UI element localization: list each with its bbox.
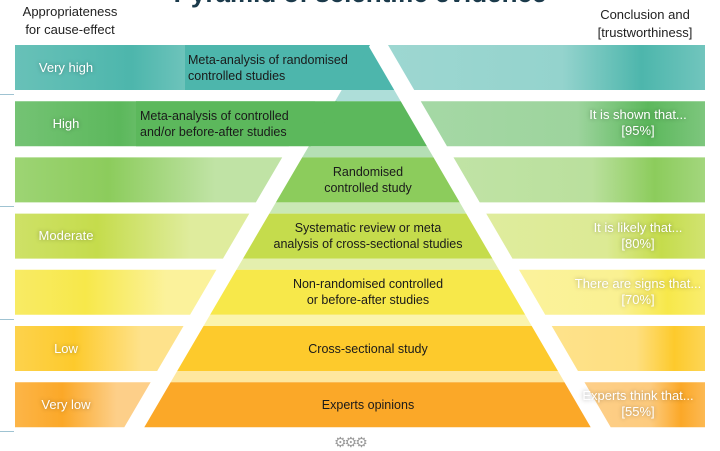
conclusion-text: Experts think that... bbox=[582, 388, 694, 404]
study-panel bbox=[185, 45, 370, 90]
conclusion-label: It is shown that...[95%] bbox=[570, 107, 706, 139]
study-type-label: Randomised controlled study bbox=[324, 164, 412, 195]
pyramid-level bbox=[144, 382, 591, 428]
appropriateness-label: High bbox=[52, 115, 80, 131]
trustworthiness-value: [70%] bbox=[621, 291, 655, 307]
trustworthiness-value: [55%] bbox=[621, 404, 655, 420]
conclusion-text: It is shown that... bbox=[589, 107, 687, 123]
appropriateness-label: Low bbox=[54, 340, 78, 356]
trustworthiness-value: [80%] bbox=[621, 235, 655, 251]
header-appropriateness: Appropriateness for cause-effect bbox=[22, 4, 118, 37]
pyramid-level bbox=[177, 326, 558, 371]
conclusion-label: Experts think that...[55%] bbox=[570, 388, 706, 420]
side-tick bbox=[0, 431, 14, 433]
conclusion-band bbox=[551, 326, 705, 371]
conclusion-text: It is likely that... bbox=[593, 219, 683, 235]
conclusion-band bbox=[584, 382, 705, 428]
appropriateness-band bbox=[15, 157, 283, 203]
study-type-label: Cross-sectional study bbox=[308, 341, 428, 356]
level-shadow bbox=[170, 371, 565, 383]
appropriateness-label: Moderate bbox=[38, 228, 94, 244]
conclusion-band bbox=[420, 101, 705, 147]
appropriateness-label: Very high bbox=[38, 59, 94, 75]
conclusion-label: There are signs that...[70%] bbox=[570, 276, 706, 308]
level-shadow bbox=[203, 314, 532, 326]
conclusion-label: It is likely that...[80%] bbox=[570, 220, 706, 252]
level-shadow bbox=[269, 202, 467, 214]
appropriateness-band bbox=[15, 213, 250, 259]
conclusion-text: There are signs that... bbox=[574, 275, 702, 291]
study-type-label: Systematic review or meta analysis of cr… bbox=[273, 221, 463, 252]
appropriateness-band bbox=[15, 269, 217, 315]
level-shadow bbox=[236, 258, 499, 270]
conclusion-band bbox=[518, 269, 705, 315]
study-type-label: Experts opinions bbox=[321, 397, 415, 412]
page-title: Pyramid of scientific evidence bbox=[0, 0, 720, 9]
appropriateness-band bbox=[15, 326, 184, 371]
pyramid-level bbox=[242, 213, 493, 259]
side-tick bbox=[0, 206, 14, 208]
study-panel bbox=[136, 101, 338, 147]
side-tick bbox=[0, 94, 14, 95]
gears-icon: ⚙⚙⚙ bbox=[334, 434, 368, 450]
pyramid-level bbox=[275, 157, 460, 203]
conclusion-band bbox=[388, 45, 705, 90]
level-shadow bbox=[302, 146, 434, 158]
pyramid-level bbox=[308, 101, 427, 147]
study-type-label: Meta-analysis of randomised controlled s… bbox=[188, 52, 348, 83]
level-shadow bbox=[335, 90, 401, 102]
study-type-label: Meta-analysis of controlled and/or befor… bbox=[140, 108, 289, 139]
conclusion-band bbox=[453, 157, 705, 203]
conclusion-band bbox=[486, 213, 705, 259]
pyramid-level bbox=[210, 269, 526, 315]
side-tick bbox=[0, 318, 14, 320]
appropriateness-band bbox=[15, 382, 151, 428]
study-type-label: Non-randomised controlled or before-afte… bbox=[292, 277, 444, 308]
trustworthiness-value: [95%] bbox=[621, 123, 655, 139]
appropriateness-label: Very low bbox=[41, 396, 91, 412]
header-conclusion: Conclusion and [trustworthiness] bbox=[597, 7, 693, 40]
pyramid-level bbox=[341, 45, 395, 90]
